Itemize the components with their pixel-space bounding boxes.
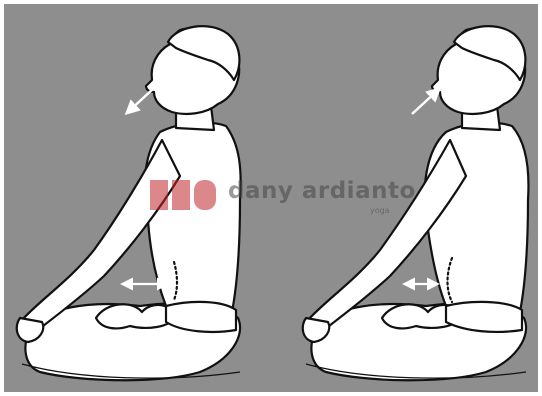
cloth-left <box>166 302 236 332</box>
feet-left <box>96 304 176 328</box>
cloth-right <box>446 302 522 332</box>
watermark-subtitle: yoga <box>370 206 390 215</box>
watermark-logo-icon <box>150 180 216 210</box>
breath-arrow-inhale <box>412 90 438 114</box>
torso-right <box>425 123 529 312</box>
breath-arrow-exhale <box>128 88 154 112</box>
watermark-title: dany ardianto <box>228 178 416 204</box>
